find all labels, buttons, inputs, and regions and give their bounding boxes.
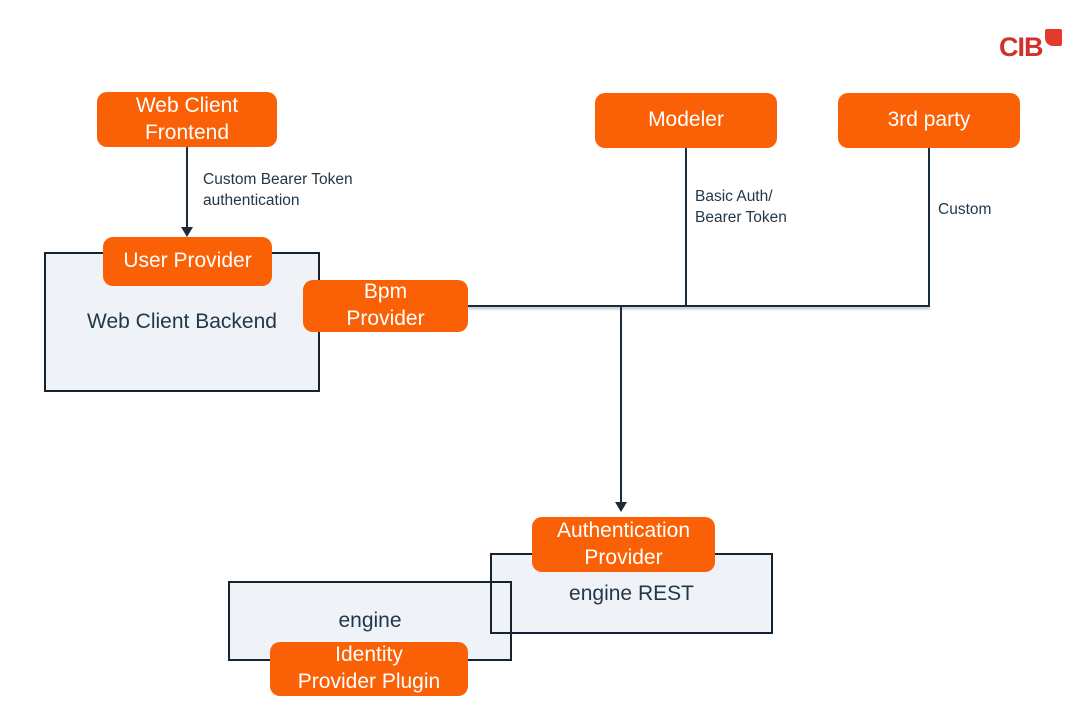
arrowhead-down-icon <box>615 502 627 512</box>
cib-logo-mark-icon <box>1044 29 1062 46</box>
cib-logo-text: CIB <box>999 32 1043 62</box>
node-3rd-party: 3rd party <box>838 93 1020 148</box>
connector-frontend-to-userprovider <box>186 147 188 228</box>
node-authentication-provider: Authentication Provider <box>532 517 715 572</box>
node-identity-provider-plugin: Identity Provider Plugin <box>270 642 468 696</box>
connector-modeler-line <box>685 147 687 306</box>
arrowhead-down-icon <box>181 227 193 237</box>
edge-label-custom: Custom <box>938 201 992 218</box>
connector-bus-to-authprovider <box>620 307 622 503</box>
node-modeler: Modeler <box>595 93 777 148</box>
connector-horizontal-bus <box>468 305 930 307</box>
connector-thirdparty-line <box>928 147 930 306</box>
edge-label-basic-auth-bearer-token: Basic Auth/ Bearer Token <box>695 188 787 226</box>
web-client-backend-label: Web Client Backend <box>87 310 277 333</box>
cib-logo: CIB <box>999 29 1062 61</box>
edge-label-custom-bearer-token: Custom Bearer Token authentication <box>203 171 353 209</box>
node-user-provider: User Provider <box>103 237 272 286</box>
node-web-client-frontend: Web Client Frontend <box>97 92 277 147</box>
node-bpm-provider: Bpm Provider <box>303 280 468 332</box>
engine-rest-label: engine REST <box>569 581 694 605</box>
engine-label: engine <box>338 609 402 632</box>
